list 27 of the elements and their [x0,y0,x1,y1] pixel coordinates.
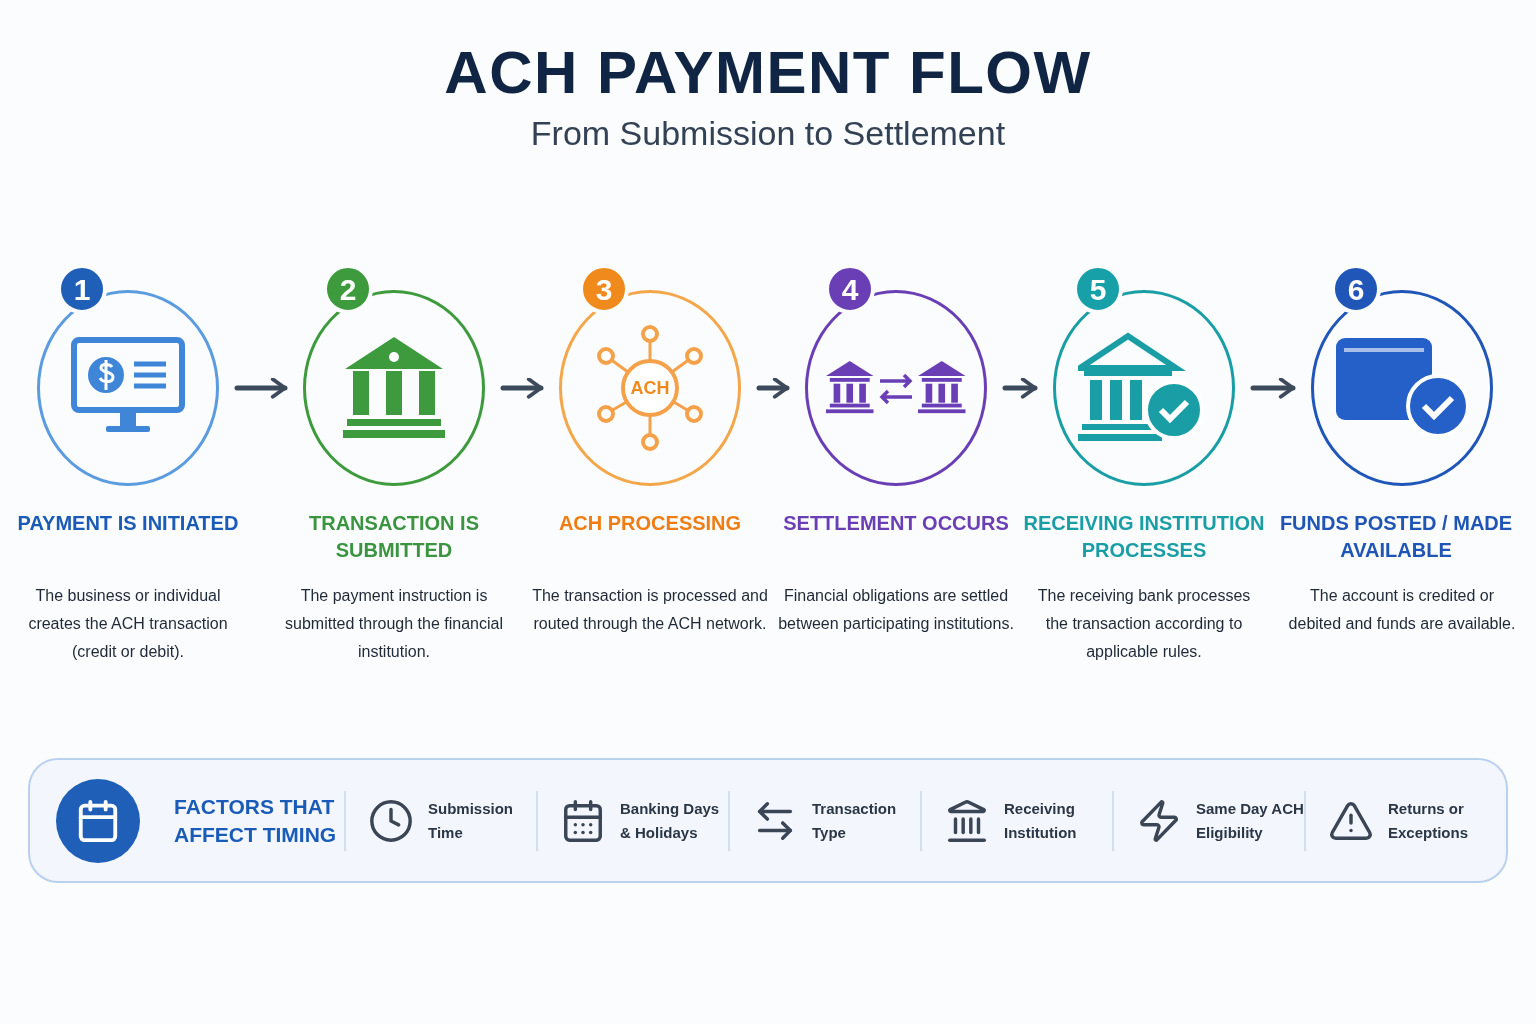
hub-label: ACH [629,377,671,399]
factor-label: Receiving Institution [1004,798,1078,843]
factor-label: Transaction Type [812,798,898,843]
factor-label: Same Day ACH Eligibility [1196,798,1304,843]
step-heading: ACH PROCESSING [557,511,743,536]
title: ACH PAYMENT FLOW [444,38,1092,108]
step-description: Financial obligations are settled between participating institutions. [778,586,1014,634]
factor-label: Banking Days & Holidays [620,798,721,843]
arrow [500,377,544,399]
step-heading: PAYMENT IS INITIATED [16,511,240,536]
step-heading: FUNDS POSTED / MADE AVAILABLE [1278,511,1514,563]
arrow [1002,377,1038,399]
step-description: The account is credited or debited and funds are available. [1287,586,1517,634]
step-description: The transaction is processed and routed through the ACH network. [532,586,768,634]
step-heading: RECEIVING INSTITUTION PROCESSES [1022,511,1266,563]
step-description: The business or individual creates the ACH transaction (credit or debit). [27,586,229,662]
arrow [234,377,288,399]
arrow [756,377,790,399]
factor-label: Returns or Exceptions [1388,798,1470,843]
arrow [1250,377,1296,399]
step-description: The payment instruction is submitted through the financial institution. [284,586,504,662]
step-heading: TRANSACTION IS SUBMITTED [308,511,480,563]
subtitle: From Submission to Settlement [530,113,1006,154]
step-description: The receiving bank processes the transaction according to applicable rules. [1036,586,1252,662]
factors-panel [28,758,1508,883]
factor-label: Submission Time [428,798,514,843]
panel-heading: FACTORS THAT AFFECT TIMING [174,793,338,848]
